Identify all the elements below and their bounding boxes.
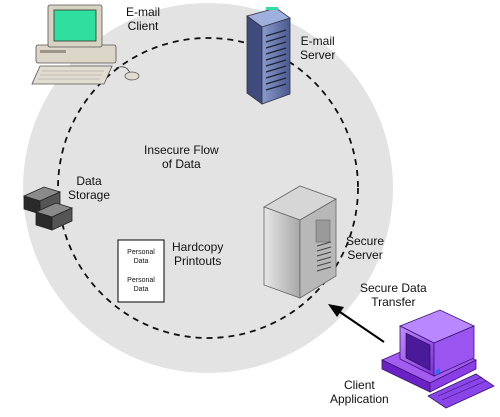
storage-boxes-icon bbox=[22, 186, 74, 231]
paper-bottom-text: Personal Data bbox=[127, 277, 155, 293]
paper-printout-icon bbox=[117, 239, 165, 303]
server-cabinet-icon bbox=[263, 185, 337, 299]
hardcopy-label: Hardcopy Printouts bbox=[172, 240, 224, 268]
email-server-label: E-mail Server bbox=[300, 34, 336, 62]
client-application-label: Client Application bbox=[330, 378, 389, 406]
data-storage-label: Data Storage bbox=[68, 174, 111, 202]
tower-server-icon bbox=[246, 7, 291, 105]
insecure-flow-label: Insecure Flow of Data bbox=[144, 143, 219, 171]
secure-transfer-label: Secure Data Transfer bbox=[360, 281, 427, 309]
dashed-flow-ring bbox=[57, 37, 359, 339]
purple-computer-icon bbox=[381, 309, 495, 409]
desktop-computer-icon bbox=[31, 4, 140, 85]
email-client-label: E-mail Client bbox=[126, 5, 161, 33]
paper-top-text: Personal Data bbox=[127, 249, 155, 265]
secure-server-label: Secure Server bbox=[346, 234, 385, 262]
arrow-icon bbox=[328, 304, 385, 343]
